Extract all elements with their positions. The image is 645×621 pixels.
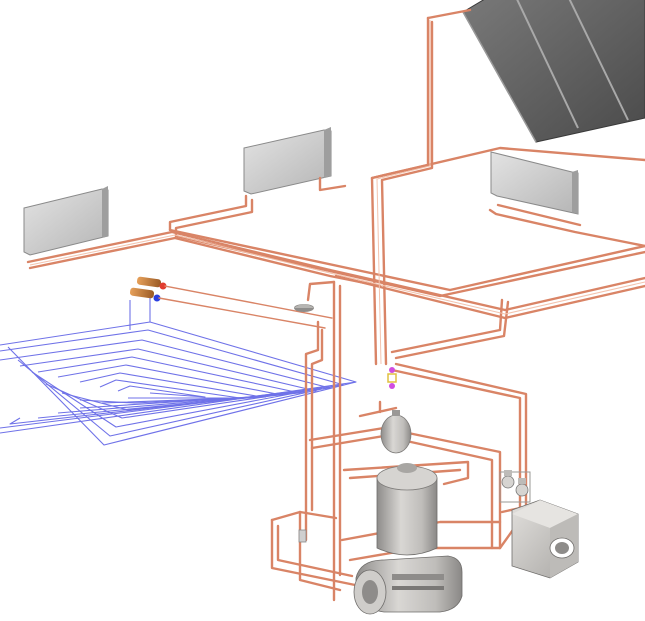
shower-head-icon [294, 280, 336, 312]
pump-group-icon [353, 555, 463, 615]
radiator-icon [490, 151, 579, 215]
floor-heating-loop [0, 298, 357, 446]
expansion-vessel-icon [380, 410, 412, 454]
radiator-icon [23, 186, 109, 256]
storage-tank-icon [376, 463, 438, 556]
radiator-icon [243, 127, 332, 195]
valve-icon [298, 367, 397, 543]
boiler-icon [511, 499, 579, 579]
copper-pipe-network [26, 8, 645, 602]
pump-station-icon [499, 470, 531, 503]
floor-heating-manifold-icon [129, 276, 333, 329]
solar-collector-icon [462, 0, 645, 143]
